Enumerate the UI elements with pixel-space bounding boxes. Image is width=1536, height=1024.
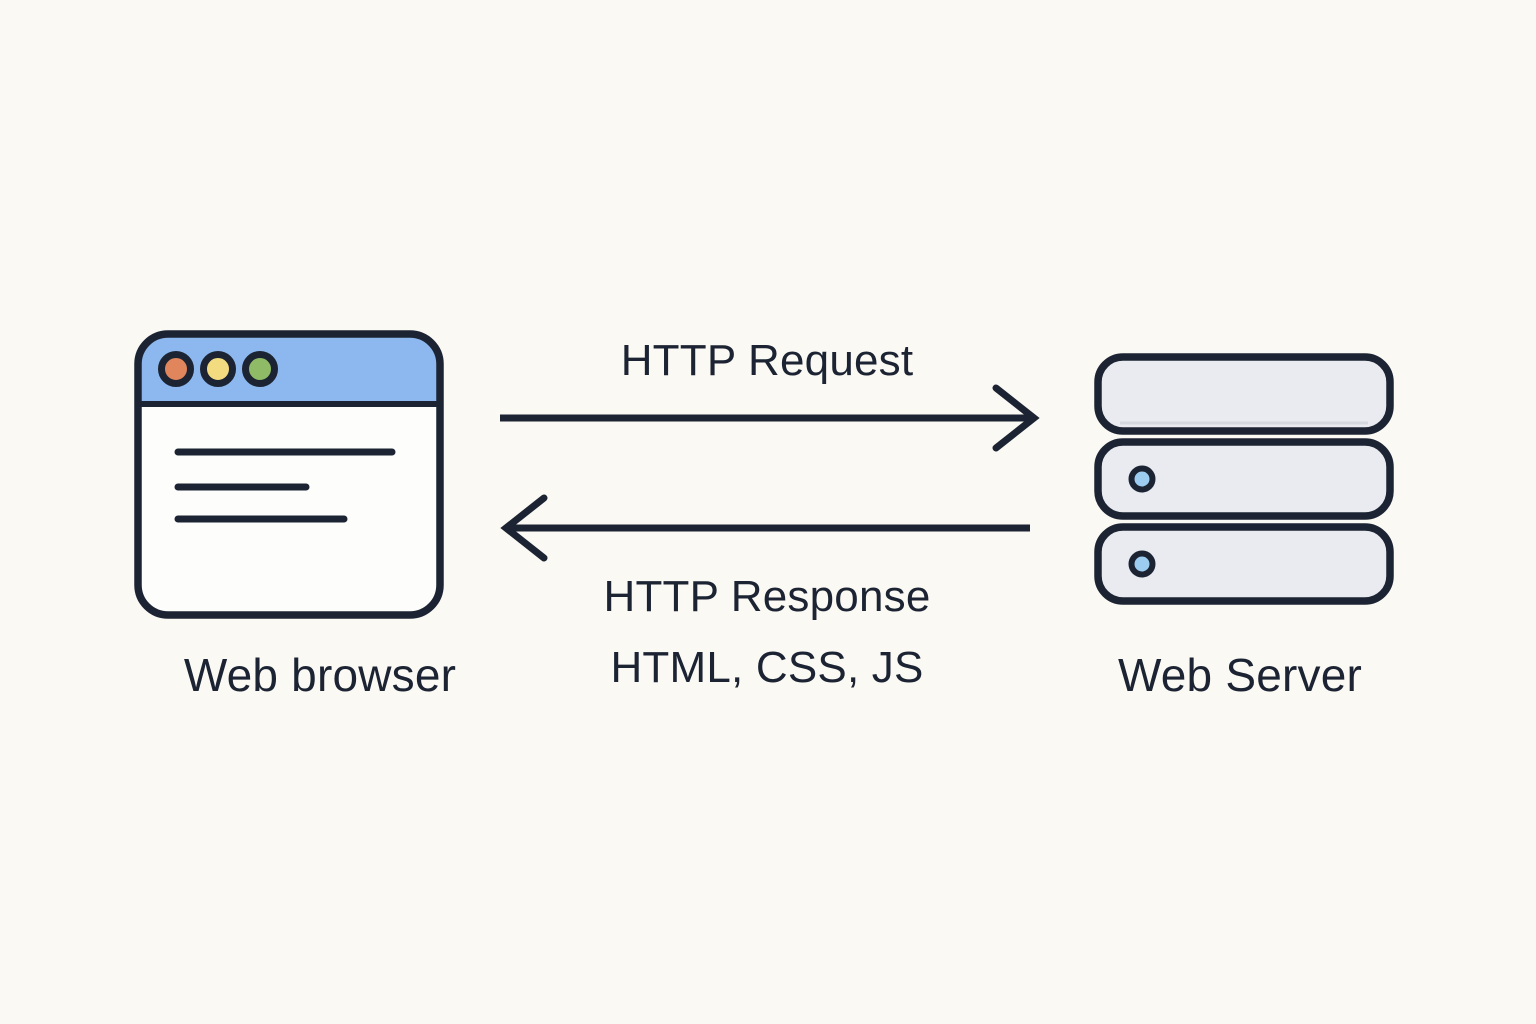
- server-unit-3-led-icon: [1128, 550, 1156, 578]
- server-rack-icon[interactable]: [1094, 353, 1394, 605]
- maximize-dot-icon[interactable]: [242, 351, 278, 387]
- server-unit-1-body: [1094, 353, 1394, 435]
- server-unit-3: [1094, 523, 1394, 605]
- minimize-dot-circle: [200, 351, 236, 387]
- maximize-dot-circle: [242, 351, 278, 387]
- server-caption: Web Server: [1118, 649, 1362, 701]
- server-unit-1: [1094, 353, 1394, 435]
- browser-window-icon[interactable]: [134, 330, 444, 619]
- browser-titlebar: [138, 334, 440, 404]
- close-dot-icon[interactable]: [158, 351, 194, 387]
- http-response-label-line1: HTTP Response: [603, 572, 930, 621]
- response-arrowhead-icon: [500, 494, 548, 562]
- browser-caption: Web browser: [184, 649, 456, 701]
- server-unit-2: [1094, 438, 1394, 520]
- server-unit-2-led-icon: [1128, 465, 1156, 493]
- close-dot-circle: [158, 351, 194, 387]
- request-arrowhead-icon: [992, 384, 1040, 452]
- minimize-dot-icon[interactable]: [200, 351, 236, 387]
- http-response-arrow: [500, 494, 1030, 562]
- browser-window-body: [138, 404, 440, 615]
- http-request-label: HTTP Request: [621, 336, 914, 385]
- http-request-arrow: [500, 384, 1040, 452]
- http-response-label-line2: HTML, CSS, JS: [610, 643, 923, 692]
- server-unit-2-body: [1094, 438, 1394, 520]
- server-unit-3-body: [1094, 523, 1394, 605]
- browser-window-frame: [134, 330, 444, 619]
